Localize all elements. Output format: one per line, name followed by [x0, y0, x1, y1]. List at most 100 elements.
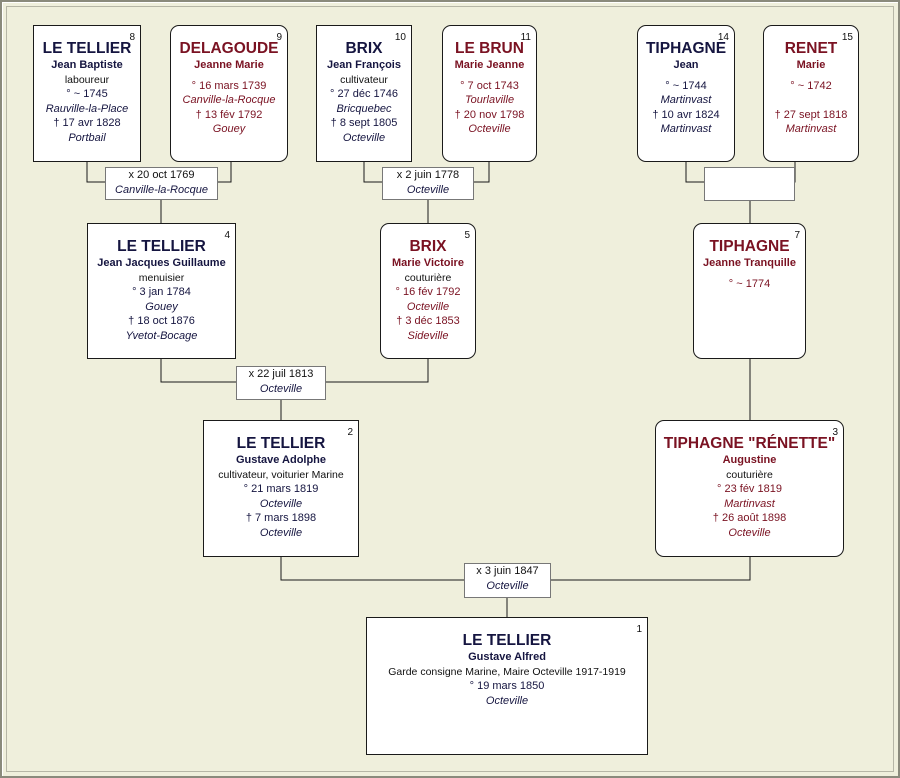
given-name: Marie Victoire — [392, 257, 464, 269]
person-number: 4 — [224, 230, 230, 241]
given-name: Augustine — [722, 454, 777, 466]
birth-place: Rauville-la-Place — [45, 102, 129, 115]
death-place: Gouey — [212, 123, 246, 136]
occupation: laboureur — [64, 73, 110, 86]
person-number: 10 — [394, 32, 406, 43]
given-name: Jean François — [327, 59, 401, 71]
birth: ° 19 mars 1850 — [469, 680, 545, 693]
death: † 20 nov 1798 — [454, 108, 525, 121]
person-4-card[interactable]: 4 LE TELLIER Jean Jacques Guillaume menu… — [87, 223, 236, 359]
person-1-card[interactable]: 1 LE TELLIER Gustave Alfred Garde consig… — [366, 617, 648, 755]
surname: TIPHAGNE "RÉNETTE" — [663, 435, 836, 452]
birth: ° 27 déc 1746 — [329, 88, 398, 101]
death-place: Sideville — [407, 329, 449, 342]
birth-place: Gouey — [145, 300, 178, 313]
birth-place: Octeville — [259, 497, 303, 510]
person-number: 3 — [832, 427, 838, 438]
death-place: Portbail — [68, 131, 106, 144]
surname: TIPHAGNE — [709, 238, 790, 255]
death-place: Martinvast — [660, 123, 712, 136]
marriage-date: x 20 oct 1769 — [128, 169, 195, 181]
person-8-card[interactable]: 8 LE TELLIER Jean Baptiste laboureur ° ~… — [33, 25, 141, 162]
surname: LE TELLIER — [236, 435, 326, 452]
birth-place: Martinvast — [660, 94, 712, 107]
given-name: Jean Baptiste — [51, 59, 123, 71]
birth: ° ~ 1745 — [66, 88, 108, 101]
marriage-place: Octeville — [486, 579, 529, 592]
given-name: Gustave Adolphe — [235, 454, 327, 466]
marriage-date: x 3 juin 1847 — [476, 565, 539, 577]
person-number: 5 — [464, 230, 470, 241]
given-name: Jeanne Marie — [194, 59, 264, 71]
given-name: Marie — [796, 59, 826, 71]
death: † 17 avr 1828 — [53, 117, 121, 130]
marriage-7[interactable] — [704, 167, 795, 201]
occupation: couturière — [404, 271, 452, 284]
marriage-place: Octeville — [259, 382, 303, 395]
death: † 8 sept 1805 — [330, 117, 398, 130]
birth-place: Bricquebec — [336, 102, 392, 115]
surname: LE BRUN — [455, 40, 524, 57]
birth: ° ~ 1744 — [665, 79, 707, 92]
birth: ° ~ 1742 — [790, 79, 832, 92]
birth: ° 21 mars 1819 — [243, 483, 319, 496]
person-14-card[interactable]: 14 TIPHAGNE Jean ° ~ 1744 Martinvast † 1… — [637, 25, 735, 162]
surname: DELAGOUDE — [179, 40, 279, 57]
surname: TIPHAGNE — [645, 40, 727, 57]
person-number: 1 — [636, 624, 642, 635]
death-place: Yvetot-Bocage — [125, 329, 198, 342]
death: † 27 sept 1818 — [774, 108, 848, 121]
birth: ° 3 jan 1784 — [132, 286, 191, 299]
birth-place: Canville-la-Rocque — [182, 94, 276, 107]
birth-place: Tourlaville — [464, 94, 515, 107]
death: † 18 oct 1876 — [128, 315, 195, 328]
birth: ° ~ 1774 — [728, 277, 771, 290]
occupation: couturière — [726, 468, 773, 481]
person-7-card[interactable]: 7 TIPHAGNE Jeanne Tranquille ° ~ 1774 — [693, 223, 806, 359]
occupation: Garde consigne Marine, Maire Octeville 1… — [388, 665, 626, 678]
marriage-date: x 2 juin 1778 — [396, 169, 460, 181]
person-number: 8 — [129, 32, 135, 43]
birth: ° 7 oct 1743 — [460, 79, 519, 92]
person-2-card[interactable]: 2 LE TELLIER Gustave Adolphe cultivateur… — [203, 420, 359, 557]
occupation: menuisier — [138, 271, 185, 284]
surname: BRIX — [345, 40, 383, 57]
birth: ° 23 fév 1819 — [717, 483, 782, 496]
death-place: Octeville — [259, 526, 303, 539]
birth-place: Octeville — [406, 300, 450, 313]
person-9-card[interactable]: 9 DELAGOUDE Jeanne Marie ° 16 mars 1739 … — [170, 25, 288, 162]
given-name: Gustave Alfred — [468, 651, 546, 663]
given-name: Marie Jeanne — [454, 59, 525, 71]
person-number: 15 — [841, 32, 853, 43]
person-15-card[interactable]: 15 RENET Marie ° ~ 1742 † 27 sept 1818 M… — [763, 25, 859, 162]
given-name: Jeanne Tranquille — [703, 257, 796, 269]
marriage-5[interactable]: x 2 juin 1778 Octeville — [382, 167, 474, 200]
marriage-place: Octeville — [406, 183, 450, 196]
marriage-1[interactable]: x 3 juin 1847 Octeville — [464, 563, 551, 598]
death-place: Octeville — [728, 526, 771, 539]
marriage-4[interactable]: x 20 oct 1769 Canville-la-Rocque — [105, 167, 218, 200]
person-number: 9 — [276, 32, 282, 43]
birth-place: Octeville — [485, 694, 529, 707]
person-10-card[interactable]: 10 BRIX Jean François cultivateur ° 27 d… — [316, 25, 412, 162]
surname: RENET — [784, 40, 838, 57]
death-place: Octeville — [468, 123, 511, 136]
death-place: Martinvast — [785, 123, 837, 136]
marriage-2[interactable]: x 22 juil 1813 Octeville — [236, 366, 326, 400]
birth-place: Martinvast — [724, 497, 775, 510]
person-11-card[interactable]: 11 LE BRUN Marie Jeanne ° 7 oct 1743 Tou… — [442, 25, 537, 162]
person-3-card[interactable]: 3 TIPHAGNE "RÉNETTE" Augustine couturièr… — [655, 420, 844, 557]
person-number: 14 — [717, 32, 729, 43]
occupation: cultivateur — [340, 73, 388, 86]
marriage-date: x 22 juil 1813 — [248, 368, 314, 380]
death: † 10 avr 1824 — [652, 108, 720, 121]
death-place: Octeville — [342, 131, 386, 144]
person-number: 11 — [520, 32, 531, 43]
person-number: 7 — [794, 230, 800, 241]
surname: LE TELLIER — [42, 40, 132, 57]
surname: LE TELLIER — [462, 632, 552, 649]
surname: BRIX — [409, 238, 447, 255]
person-5-card[interactable]: 5 BRIX Marie Victoire couturière ° 16 fé… — [380, 223, 476, 359]
given-name: Jean — [673, 59, 699, 71]
